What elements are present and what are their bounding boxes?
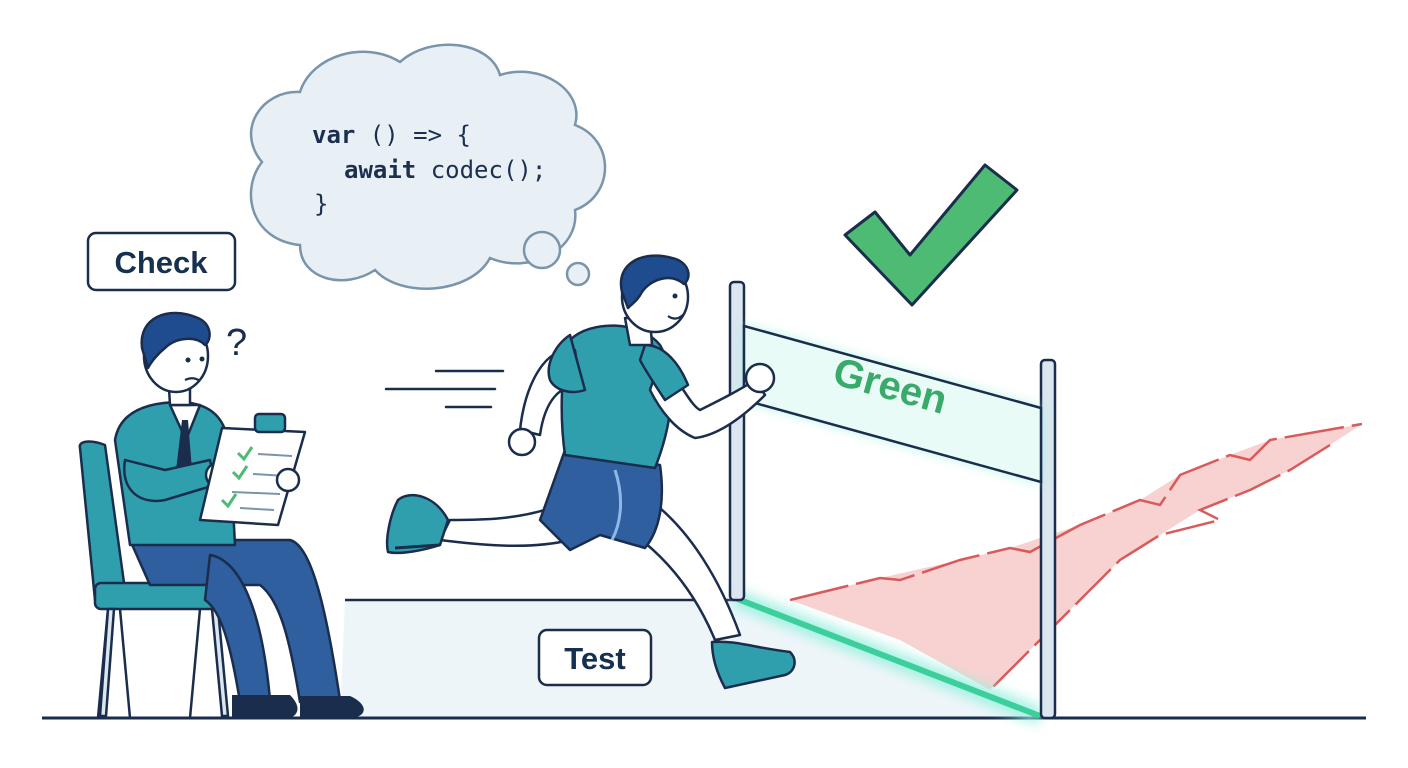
finish-post-left [728, 280, 746, 602]
finish-line-glow [731, 589, 1044, 725]
floor-shadow [340, 600, 1040, 718]
checkmark-icon [843, 163, 1019, 307]
check-label: Check [114, 245, 208, 280]
finish-post-right [1039, 358, 1057, 720]
test-label-box: Test [537, 628, 653, 687]
code-keyword-2: await [344, 156, 416, 184]
clipboard [198, 412, 307, 527]
seated-checker: ? [78, 311, 364, 719]
question-mark: ? [226, 322, 247, 364]
thought-bubble-icon: var () => { await codec(); } [249, 43, 607, 290]
chair [78, 440, 237, 719]
code-rest-3: } [314, 190, 328, 218]
code-keyword-1: var [312, 121, 355, 149]
code-rest-2: codec(); [416, 156, 546, 184]
red-failure-path [789, 422, 1363, 691]
test-label: Test [564, 641, 625, 676]
code-line-2: await codec(); [344, 156, 546, 184]
check-label-box: Check [86, 231, 237, 292]
runner [385, 254, 796, 690]
code-line-3: } [314, 190, 328, 218]
finish-banner: Green [742, 324, 1043, 484]
code-rest-1: () => { [355, 121, 471, 149]
speed-lines-icon [384, 369, 505, 409]
code-line-1: var () => { [312, 121, 471, 149]
